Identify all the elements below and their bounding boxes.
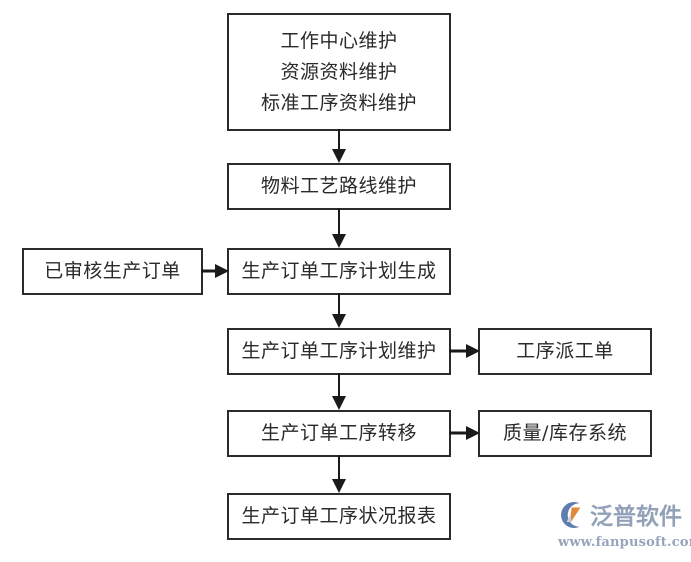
flow-node-status-report[interactable]: 生产订单工序状况报表 bbox=[227, 493, 451, 540]
connector-transfer-to-report bbox=[327, 455, 351, 497]
connector-basic-to-route bbox=[327, 129, 351, 167]
flow-node-approved-order-label: 已审核生产订单 bbox=[44, 260, 181, 282]
connector-maintain-to-transfer bbox=[327, 373, 351, 414]
flow-node-dispatch-order[interactable]: 工序派工单 bbox=[478, 328, 652, 375]
flow-node-status-report-label: 生产订单工序状况报表 bbox=[241, 505, 437, 527]
watermark-url: www.fanpusoft.com bbox=[558, 535, 691, 550]
connector-route-to-generate bbox=[327, 208, 351, 252]
flow-node-approved-order[interactable]: 已审核生产订单 bbox=[22, 248, 203, 295]
flow-node-dispatch-order-label: 工序派工单 bbox=[516, 340, 614, 362]
flow-node-plan-generate[interactable]: 生产订单工序计划生成 bbox=[227, 248, 451, 295]
watermark-brand: 泛普软件 bbox=[590, 503, 682, 530]
flow-node-process-transfer-label: 生产订单工序转移 bbox=[260, 422, 417, 444]
flow-node-process-transfer[interactable]: 生产订单工序转移 bbox=[227, 410, 451, 457]
connector-generate-to-maintain bbox=[327, 293, 351, 332]
flow-node-material-route[interactable]: 物料工艺路线维护 bbox=[227, 163, 451, 210]
fanpu-logo-icon bbox=[558, 500, 588, 534]
flow-node-quality-inventory[interactable]: 质量/库存系统 bbox=[478, 410, 652, 457]
flow-node-quality-inventory-label: 质量/库存系统 bbox=[503, 422, 627, 444]
flow-node-plan-maintain-label: 生产订单工序计划维护 bbox=[241, 340, 437, 362]
watermark: 泛普软件 www.fanpusoft.com bbox=[558, 500, 691, 556]
flow-node-material-route-label: 物料工艺路线维护 bbox=[260, 175, 417, 197]
flow-node-basic-data-line-2: 资源资料维护 bbox=[280, 60, 398, 83]
flow-node-plan-generate-label: 生产订单工序计划生成 bbox=[241, 260, 437, 282]
flow-node-basic-data[interactable]: 工作中心维护 资源资料维护 标准工序资料维护 bbox=[227, 13, 451, 131]
flow-node-plan-maintain[interactable]: 生产订单工序计划维护 bbox=[227, 328, 451, 375]
flow-node-basic-data-line-3: 标准工序资料维护 bbox=[260, 91, 417, 114]
flow-node-basic-data-line-1: 工作中心维护 bbox=[280, 29, 398, 52]
